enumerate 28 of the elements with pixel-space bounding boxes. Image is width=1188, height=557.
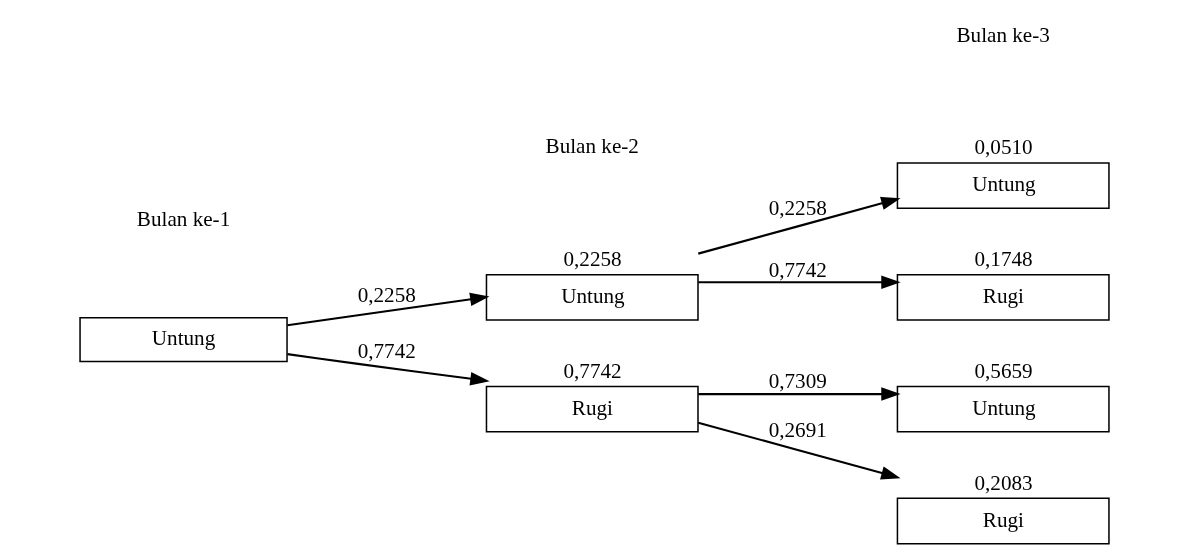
edge-label: 0,2258 [357, 283, 416, 308]
node-box: Untung [78, 317, 288, 363]
arrow [697, 275, 901, 290]
node-label: 0,2083 [973, 470, 1033, 495]
arrow [697, 421, 901, 480]
node-box: Rugi [485, 385, 699, 433]
edge-label: 0,2691 [768, 417, 827, 442]
arrow [286, 292, 489, 327]
arrow [697, 387, 901, 401]
node-label: 0,5659 [973, 358, 1033, 383]
label: Bulan ke-1 [136, 206, 230, 231]
node-box: Untung [896, 162, 1110, 209]
node-label: 0,7742 [563, 358, 622, 383]
edge-label: 0,7309 [768, 369, 827, 394]
edge-label: 0,2258 [768, 195, 827, 220]
node-box: Untung [896, 385, 1110, 433]
node-label: 0,0510 [973, 135, 1033, 160]
node-box: Untung [485, 273, 699, 321]
edge-label: 0,7742 [357, 339, 416, 364]
node-box: Rugi [896, 273, 1110, 321]
edge-label: 0,7742 [768, 257, 827, 282]
arrow [697, 196, 901, 255]
label: Bulan ke-3 [956, 22, 1050, 47]
node-box: Rugi [896, 497, 1110, 545]
label: Bulan ke-2 [545, 134, 639, 159]
node-label: 0,1748 [973, 246, 1033, 271]
arrow [286, 353, 490, 386]
node-label: 0,2258 [563, 246, 622, 271]
